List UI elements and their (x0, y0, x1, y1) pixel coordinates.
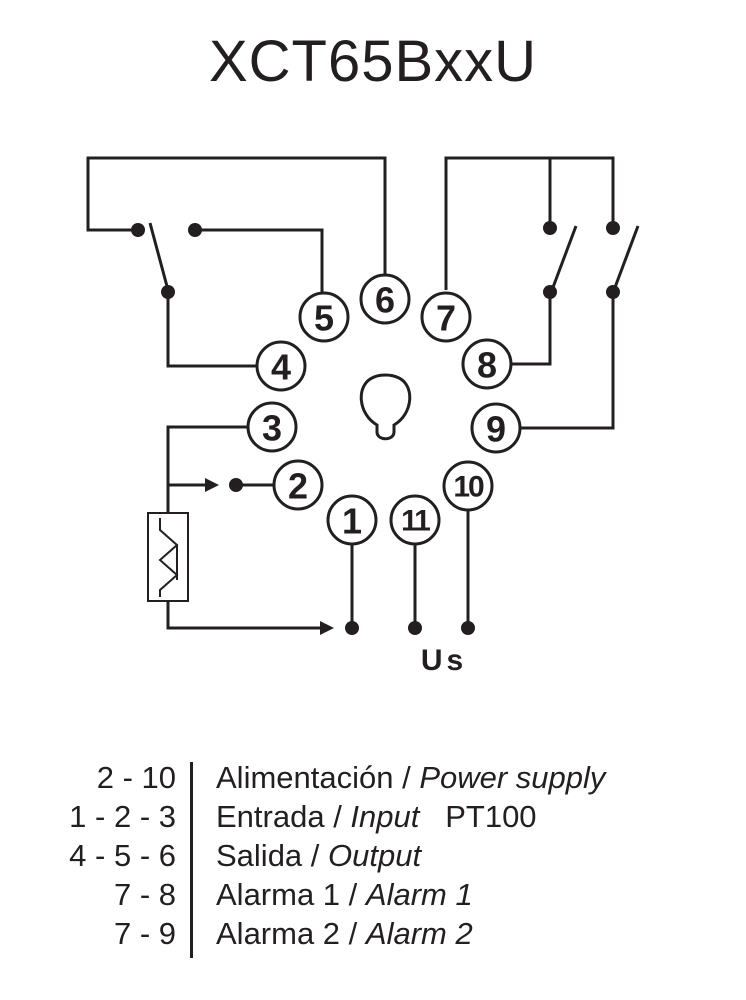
alarm2-contact (612, 225, 640, 291)
alarm-relays (444, 156, 640, 430)
terminal-9: 9 (470, 402, 522, 454)
svg-text:10: 10 (453, 471, 484, 504)
svg-text:9: 9 (486, 409, 506, 450)
terminal-11: 11 (389, 494, 441, 546)
arrow-head (320, 621, 334, 635)
svg-text:4: 4 (271, 347, 291, 388)
legend-pins: 4 - 5 - 6 (69, 838, 176, 873)
contact-dot (131, 223, 145, 237)
svg-text:8: 8 (477, 345, 497, 386)
terminal-3: 3 (246, 401, 298, 453)
terminal-5: 5 (298, 291, 350, 343)
terminal-2: 2 (272, 459, 324, 511)
svg-text:6: 6 (375, 280, 395, 321)
contact-dot (606, 221, 620, 235)
svg-text:5: 5 (314, 298, 334, 339)
pt100-input (147, 425, 359, 635)
contact-dot (188, 223, 202, 237)
contact-dot (543, 221, 557, 235)
svg-text:11: 11 (401, 505, 430, 538)
wire-5 (195, 228, 324, 294)
contact-dot (543, 285, 557, 299)
terminal-10: 10 (442, 460, 494, 512)
legend-pins: 1 - 2 - 3 (69, 799, 176, 834)
terminal-4: 4 (255, 340, 307, 392)
wire-4 (166, 292, 256, 368)
legend-description: Alarma 2 / Alarm 2 (216, 916, 473, 951)
output-relay (86, 156, 387, 368)
contact-dot (461, 621, 475, 635)
legend-description: Alarma 1 / Alarm 1 (216, 877, 473, 912)
diagram-title: XCT65BxxU (208, 29, 538, 94)
svg-text:2: 2 (288, 466, 308, 507)
wire-3 (166, 425, 248, 513)
legend-description: Salida / Output (216, 838, 422, 873)
wire-9 (520, 292, 615, 430)
legend-pins: 7 - 9 (113, 916, 176, 951)
terminal-8: 8 (461, 338, 513, 390)
resistor-zigzag (158, 518, 179, 597)
svg-text:3: 3 (262, 408, 282, 449)
legend-divider (190, 762, 193, 958)
legend-row: 1 - 2 - 3 Entrada / Input PT100 (0, 799, 746, 839)
legend-pins: 2 - 10 (96, 760, 176, 795)
us-label: Us (421, 644, 467, 677)
terminal-7: 7 (420, 291, 472, 343)
legend-pins: 7 - 8 (113, 877, 176, 912)
terminal-1: 1 (326, 494, 378, 546)
legend-description: Alimentación / Power supply (216, 760, 606, 795)
arrow-head (205, 478, 219, 492)
contact-dot (606, 285, 620, 299)
contact-dot (345, 621, 359, 635)
wire-7 (444, 156, 615, 290)
socket-key-icon (359, 373, 412, 441)
legend-row: 7 - 9 Alarma 2 / Alarm 2 (0, 916, 746, 956)
terminal-6: 6 (359, 273, 411, 325)
pt100-resistor (147, 512, 189, 602)
svg-text:1: 1 (342, 501, 362, 542)
legend-row: 2 - 10 Alimentación / Power supply (0, 760, 746, 800)
svg-text:7: 7 (436, 298, 456, 339)
power-supply: Us (408, 510, 475, 677)
wire-8 (512, 292, 552, 366)
wire-6 (86, 156, 387, 276)
alarm1-contact (550, 225, 578, 291)
contact-dot (161, 285, 175, 299)
wire-1-input (166, 601, 322, 630)
legend-row: 7 - 8 Alarma 1 / Alarm 1 (0, 877, 746, 917)
contact-dot (229, 478, 243, 492)
relay-contact (148, 222, 170, 291)
contact-dot (408, 621, 422, 635)
legend-description: Entrada / Input PT100 (216, 799, 537, 834)
legend-row: 4 - 5 - 6 Salida / Output (0, 838, 746, 878)
